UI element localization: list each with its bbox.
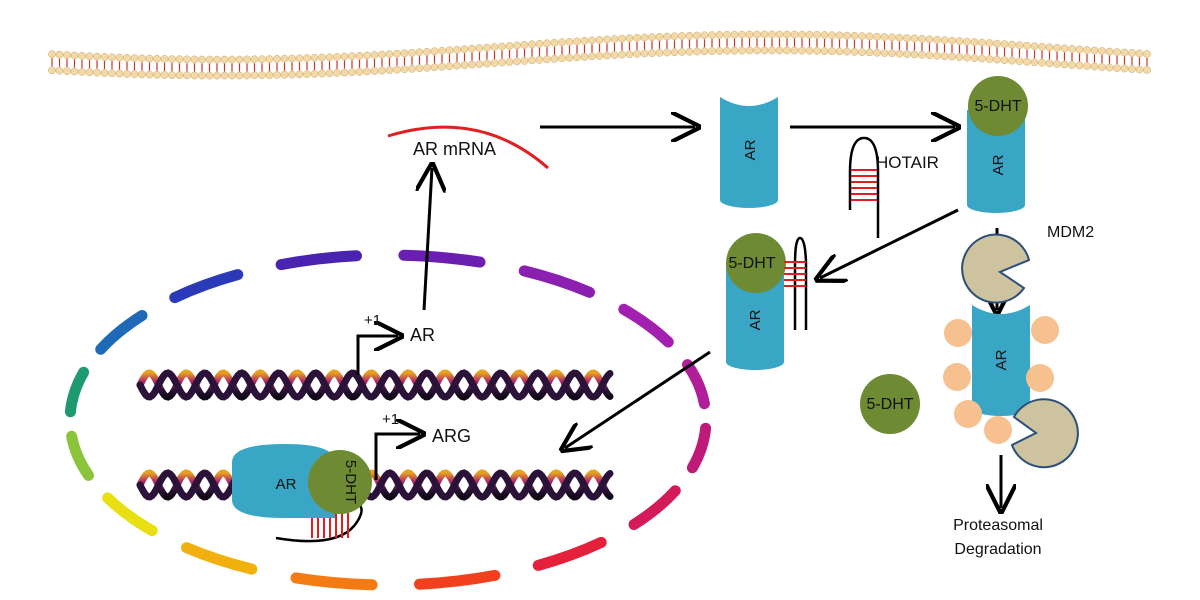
nuclear-ar-complex: AR 5-DHT <box>232 444 372 543</box>
nuclear-import-arrow <box>565 350 711 448</box>
dht-label-2: 5-DHT <box>728 255 775 272</box>
mdm2-protein: MDM2 <box>961 224 1094 304</box>
dht-label-1: 5-DHT <box>974 98 1021 115</box>
ar-receptor-label-1: AR <box>742 139 759 160</box>
ar-receptor-label-2: AR <box>990 154 1007 175</box>
dht-label-4: 5-DHT <box>342 460 359 504</box>
proteasomal-label-2: Degradation <box>954 541 1041 558</box>
ar-gene-tss: +1 AR <box>356 312 435 375</box>
dht-molecule-free <box>860 374 920 434</box>
dht-label-3: 5-DHT <box>866 396 913 413</box>
tss-arg-label: +1 <box>382 411 399 428</box>
ar-dht-hotair-complex: 5-DHT AR <box>726 233 808 370</box>
arg-gene-tss: +1 ARG <box>374 411 471 480</box>
mdm2-label: MDM2 <box>1047 224 1094 241</box>
dna-strand-ar-gene <box>136 369 614 401</box>
hotair-label: HOTAIR <box>876 153 939 172</box>
transcription-arrow <box>424 168 432 311</box>
ar-dht-complex: 5-DHT AR <box>967 76 1028 213</box>
ar-gene-label: AR <box>410 325 435 345</box>
dht-molecule-nuclear <box>308 450 372 514</box>
ar-receptor-label-5: AR <box>276 476 297 493</box>
dht-molecule-hotair <box>726 233 786 293</box>
ubiquitinated-ar: AR <box>943 305 1079 469</box>
ar-mrna: AR mRNA <box>387 125 549 170</box>
dht-molecule-bound <box>968 76 1028 136</box>
nuclear-envelope <box>64 249 712 591</box>
ar-receptor-label-3: AR <box>747 309 764 330</box>
hotair-binding-arrow <box>820 208 959 278</box>
proteasomal-label-1: Proteasomal <box>953 517 1043 534</box>
ar-receptor-unbound: AR <box>720 97 778 208</box>
arg-gene-label: ARG <box>432 426 471 446</box>
ar-receptor-label-4: AR <box>993 349 1010 370</box>
ar-mrna-label: AR mRNA <box>413 139 496 159</box>
mdm2-bound <box>1010 398 1079 469</box>
hotair-lncrna: HOTAIR <box>848 136 939 238</box>
tss-ar-label: +1 <box>364 312 381 329</box>
cell-membrane <box>48 30 1151 80</box>
dht-free: 5-DHT <box>860 374 920 434</box>
